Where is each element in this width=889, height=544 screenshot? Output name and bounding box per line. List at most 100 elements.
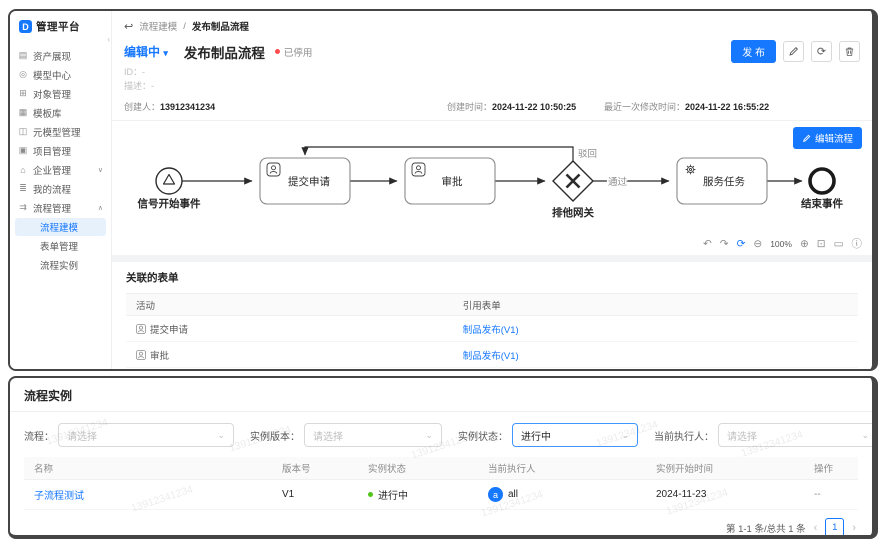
sidebar-item-process-instances[interactable]: 流程实例 — [40, 261, 79, 272]
status-value: 进行中 — [521, 431, 551, 443]
refresh-button[interactable]: ⟳ — [811, 41, 832, 62]
version-select[interactable]: 请选择 ⌄ — [304, 423, 442, 447]
table-row: 子流程测试 V1 进行中 a all 2024-11-23 -- — [24, 480, 858, 510]
task-approve-node[interactable] — [404, 157, 496, 205]
pencil-icon — [789, 47, 798, 56]
process-filter-label: 流程： — [24, 431, 54, 443]
executor-select[interactable]: 请选择 ⌄ — [718, 423, 872, 447]
delete-button[interactable] — [839, 41, 860, 62]
chevron-down-icon: ⌄ — [621, 429, 629, 440]
instance-name-link[interactable]: 子流程测试 — [34, 491, 84, 502]
filter-executor: 当前执行人： 请选择 ⌄ — [654, 423, 872, 447]
id-label: ID： — [124, 67, 143, 77]
title-actions: 发 布 ⟳ — [731, 40, 860, 63]
version-filter-label: 实例版本： — [250, 431, 300, 443]
end-event-node[interactable] — [808, 167, 836, 195]
gateway-x-icon — [565, 173, 581, 189]
status-select[interactable]: 进行中 ⌄ — [512, 423, 638, 447]
reset-view-icon[interactable]: ⟳ — [736, 237, 746, 250]
edit-state-label: 编辑中 — [124, 45, 161, 59]
logo-icon: D — [19, 20, 32, 33]
edge-reject-loop — [301, 146, 574, 162]
instance-action[interactable]: -- — [814, 489, 821, 500]
column-start-time: 实例开始时间 — [656, 464, 714, 475]
sidebar-item-object-management[interactable]: ⊞ 对象管理 — [10, 84, 111, 103]
status-badge: 已停用 — [274, 45, 312, 59]
redo-icon[interactable]: ↷ — [719, 237, 729, 250]
user-task-icon — [136, 349, 146, 360]
sidebar-item-metamodel-management[interactable]: ◫ 元模型管理 — [10, 122, 111, 141]
chevron-down-icon: ∨ — [97, 166, 103, 174]
process-management-icon: ⇉ — [19, 202, 27, 212]
running-dot-icon — [368, 492, 373, 497]
sidebar-item-project-management[interactable]: ▣ 项目管理 — [10, 141, 111, 160]
pagination: 第 1-1 条/总共 1 条 ‹ 1 › — [10, 510, 872, 535]
sidebar-item-process-management[interactable]: ⇉ 流程管理 ∧ — [10, 198, 111, 217]
instances-filters: 流程： 请选择 ⌄ 实例版本： 请选择 ⌄ 实例状态： 进行中 ⌄ — [10, 412, 872, 457]
my-process-icon: ≣ — [19, 183, 27, 193]
start-event-node[interactable] — [155, 167, 183, 195]
zoom-in-icon[interactable]: ⊕ — [799, 237, 809, 250]
process-select[interactable]: 请选择 ⌄ — [58, 423, 234, 447]
publish-button[interactable]: 发 布 — [731, 40, 776, 63]
breadcrumb-parent[interactable]: 流程建模 — [139, 22, 178, 33]
sidebar-item-asset-display[interactable]: ▤ 资产展现 — [10, 46, 111, 65]
id-value: - — [142, 67, 146, 77]
sidebar-item-label: 企业管理 — [33, 165, 72, 177]
refresh-icon: ⟳ — [816, 46, 827, 58]
start-event-label: 信号开始事件 — [138, 197, 201, 210]
filter-process: 流程： 请选择 ⌄ — [24, 423, 234, 447]
minimap-icon[interactable]: ▭ — [833, 237, 844, 250]
sidebar-collapse-icon[interactable]: ‹ — [107, 35, 110, 44]
task-service-node[interactable] — [676, 157, 768, 205]
edit-flow-button[interactable]: 编辑流程 — [792, 127, 862, 149]
page-number-button[interactable]: 1 — [825, 518, 845, 535]
edit-state-dropdown[interactable]: 编辑中 ▾ — [124, 43, 168, 60]
back-icon[interactable]: ↩ — [124, 20, 134, 33]
sidebar-item-model-center[interactable]: ◎ 模型中心 — [10, 65, 111, 84]
template-library-icon: ▦ — [18, 107, 28, 117]
version-placeholder: 请选择 — [313, 431, 343, 443]
sidebar-nav: ▤ 资产展现 ◎ 模型中心 ⊞ 对象管理 ▦ 模板库 ◫ 元模型管理 — [10, 46, 111, 274]
modified-time-label: 最近一次修改时间： — [604, 102, 686, 112]
sidebar-item-my-processes[interactable]: ≣ 我的流程 — [10, 179, 111, 198]
sidebar-item-form-management[interactable]: 表单管理 — [40, 242, 79, 253]
next-page-icon[interactable]: › — [852, 521, 856, 534]
sidebar-item-template-library[interactable]: ▦ 模板库 — [10, 103, 111, 122]
task-submit-node[interactable] — [259, 157, 351, 205]
bpmn-canvas[interactable]: 编辑流程 驳回 通过 — [112, 120, 872, 255]
page-title: 发布制品流程 — [183, 45, 265, 61]
created-time-label: 创建时间： — [447, 102, 493, 112]
fit-screen-icon[interactable]: ⊡ — [816, 237, 826, 250]
form-link[interactable]: 制品发布(V1) — [462, 350, 519, 362]
table-row: 提交申请 制品发布(V1) — [126, 316, 858, 342]
sidebar-item-enterprise-management[interactable]: ⌂ 企业管理 ∨ — [10, 160, 111, 179]
executor-placeholder: 请选择 — [727, 431, 757, 443]
object-management-icon: ⊞ — [19, 88, 27, 98]
model-center-icon: ◎ — [19, 69, 27, 79]
associated-forms-table: 活动 引用表单 提交申请 制品发布(V1) 审批 — [126, 293, 858, 368]
description-label: 描述： — [124, 81, 152, 91]
id-line: ID：- — [112, 65, 872, 79]
user-task-icon — [136, 323, 146, 334]
executor-name: all — [508, 489, 519, 500]
undo-icon[interactable]: ↶ — [702, 237, 712, 250]
status-text: 进行中 — [378, 491, 408, 502]
app-logo: D 管理平台 — [10, 11, 111, 38]
title-row: 编辑中 ▾ 发布制品流程 已停用 发 布 ⟳ — [112, 37, 872, 65]
zoom-level: 100% — [770, 238, 792, 249]
prev-page-icon[interactable]: ‹ — [813, 521, 818, 534]
edit-button[interactable] — [783, 41, 804, 62]
breadcrumb-separator: / — [183, 20, 186, 32]
table-row: 审批 制品发布(V1) — [126, 342, 858, 368]
project-icon: ▣ — [18, 145, 28, 155]
filter-version: 实例版本： 请选择 ⌄ — [250, 423, 442, 447]
zoom-out-icon[interactable]: ⊖ — [753, 237, 763, 250]
activity-name: 审批 — [150, 350, 170, 362]
column-status: 实例状态 — [368, 464, 407, 475]
meta-row: 创建人：13912341234 创建时间：2024-11-22 10:50:25… — [112, 100, 872, 114]
form-link[interactable]: 制品发布(V1) — [462, 324, 519, 336]
info-icon[interactable]: ⓘ — [851, 238, 863, 250]
sidebar-item-process-modeling[interactable]: 流程建模 — [15, 218, 106, 236]
